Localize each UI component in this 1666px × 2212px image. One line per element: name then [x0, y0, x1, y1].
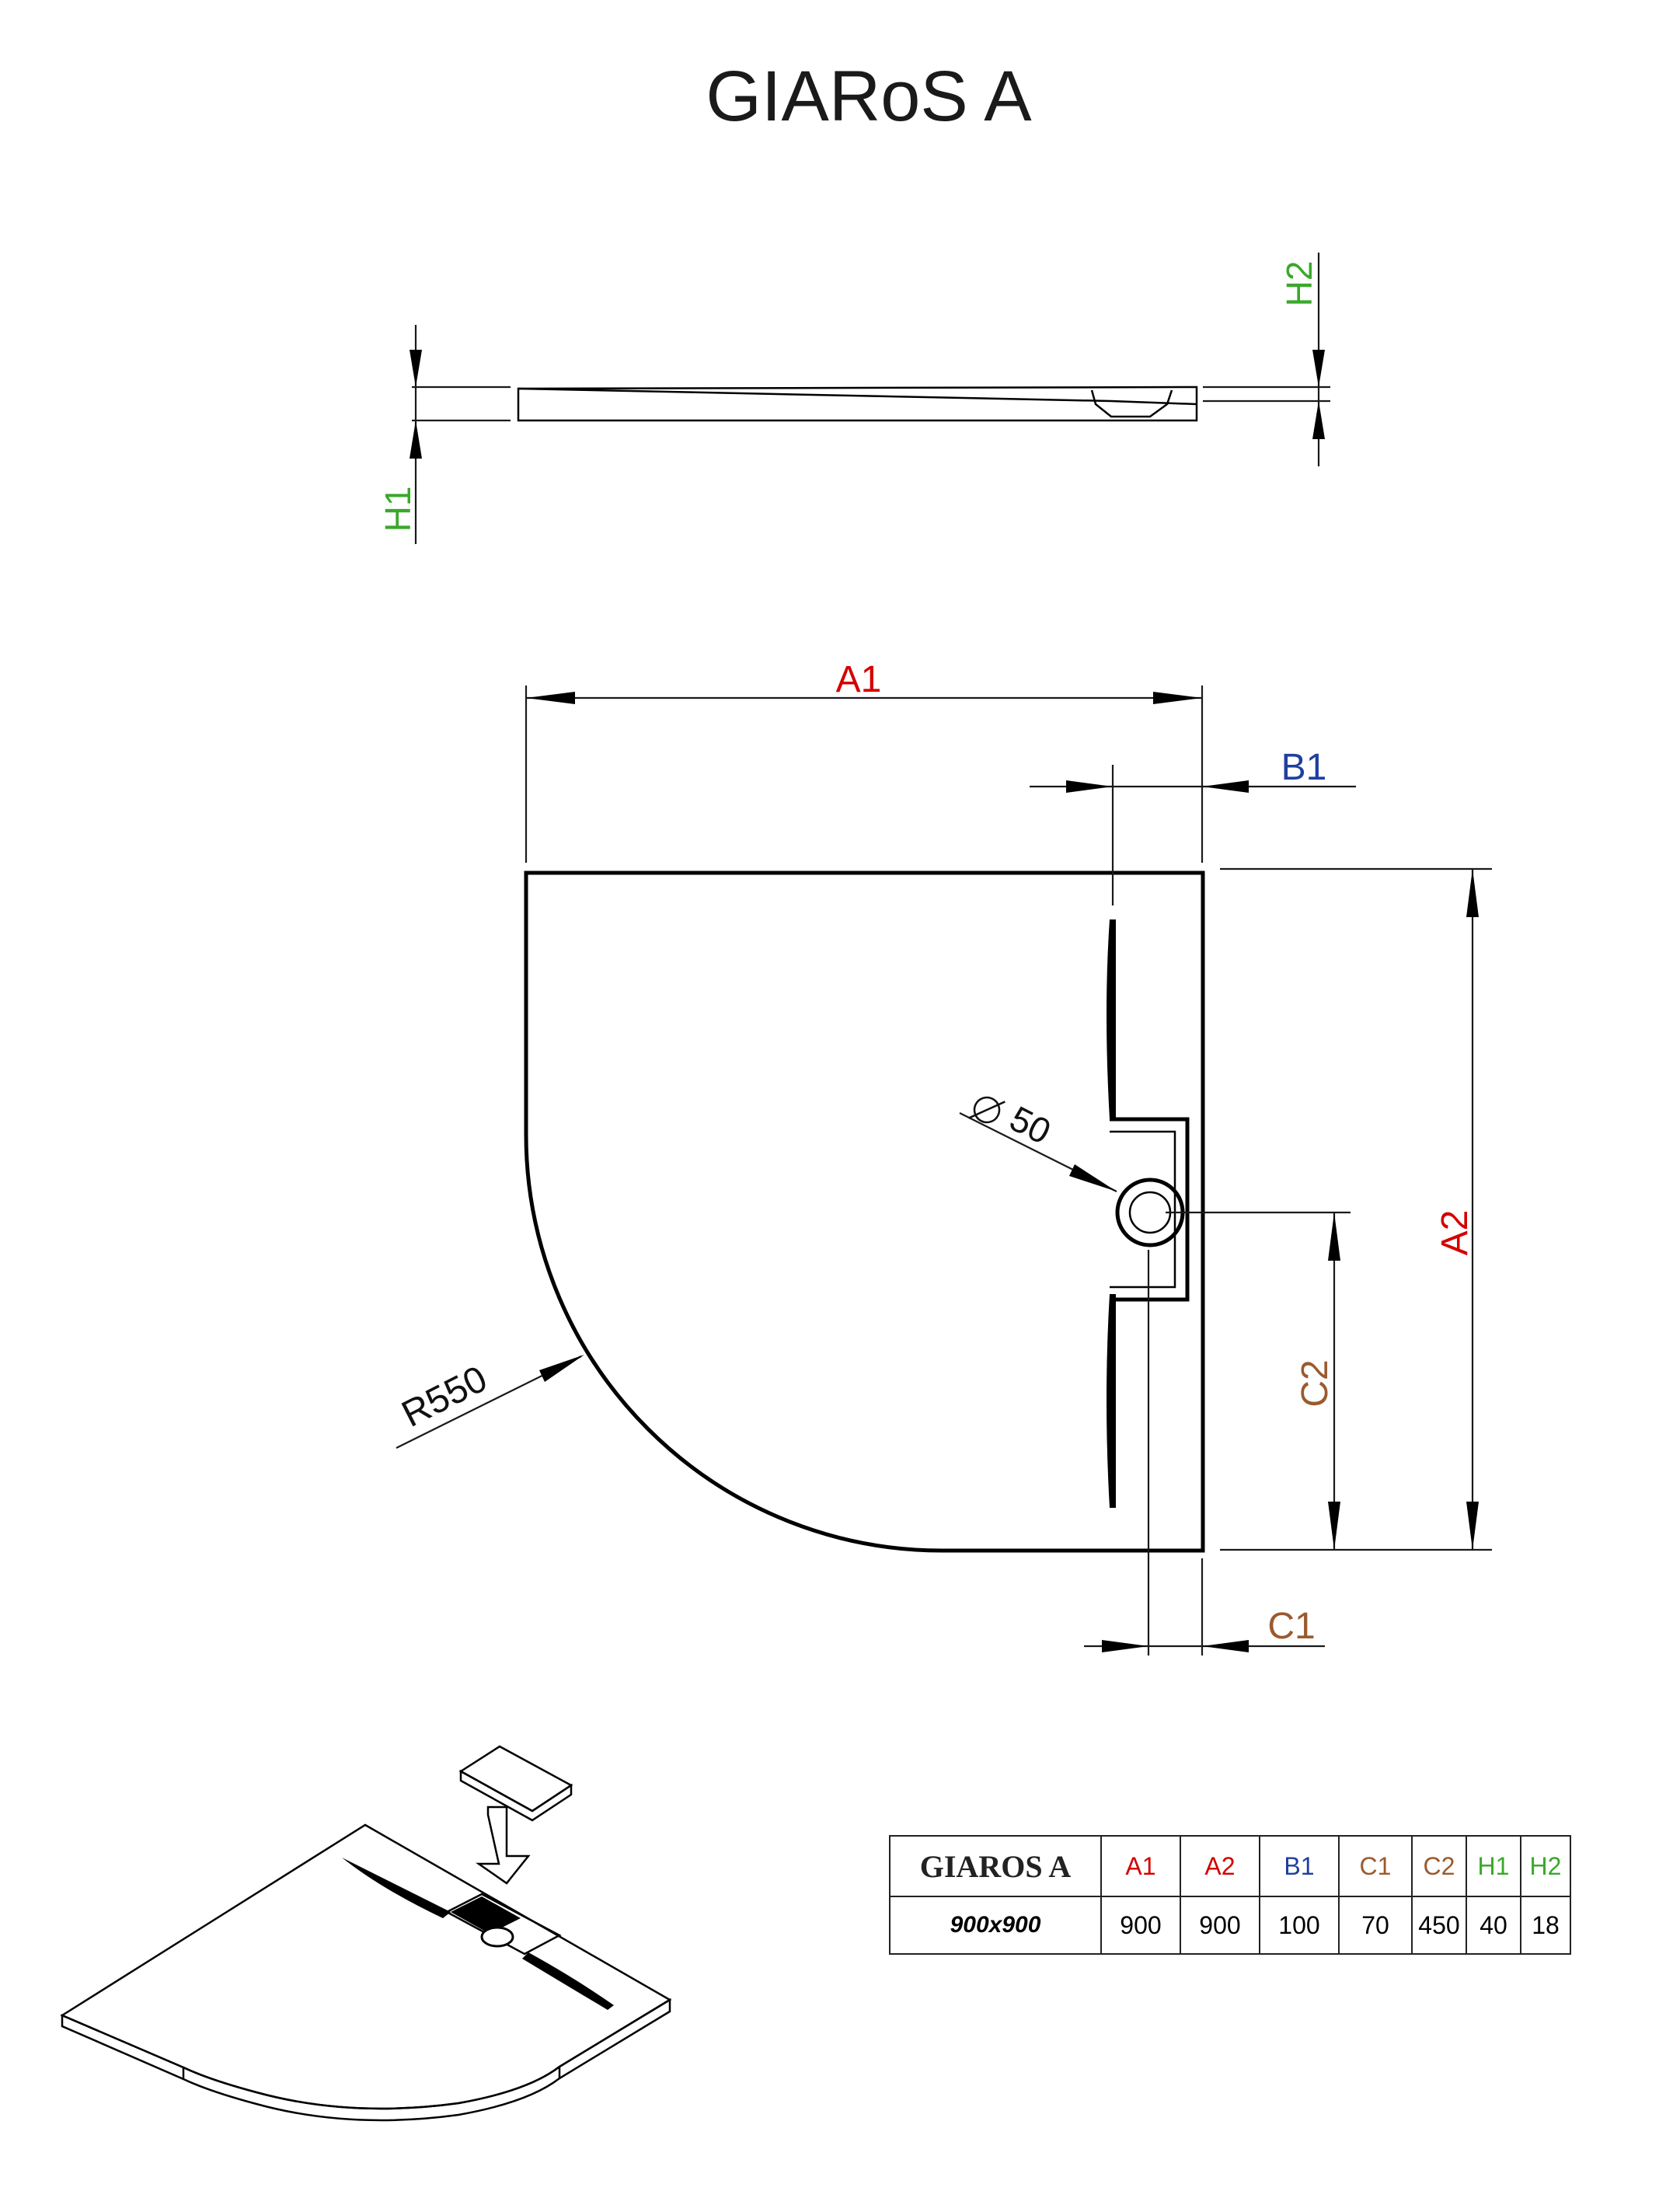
h1-arrow-top: [410, 350, 422, 387]
spec-header-c1: C1: [1338, 1835, 1413, 1897]
a1-arrow-right: [1153, 692, 1202, 704]
diameter-symbol-icon: [968, 1096, 1006, 1124]
install-arrow-icon: [476, 1806, 531, 1885]
spec-header-h2: H2: [1520, 1835, 1571, 1897]
spec-value-a1: 900: [1100, 1896, 1181, 1955]
radius-arrow: [539, 1355, 584, 1382]
drain-diameter-label: 50: [1003, 1098, 1057, 1153]
b1-arrow-left: [1066, 780, 1113, 793]
isometric-view: [60, 1745, 672, 2122]
spec-value-a2: 900: [1180, 1896, 1260, 1955]
iso-drain-channel: [342, 1858, 451, 1918]
c2-label: C2: [1295, 1359, 1336, 1407]
spec-model-name: GIAROS A: [889, 1835, 1102, 1897]
a2-label: A2: [1434, 1210, 1476, 1256]
drain-diameter-arrow: [1069, 1164, 1117, 1191]
c2-arrow-top: [1328, 1212, 1340, 1261]
c1-label: C1: [1267, 1606, 1315, 1647]
spec-value-c1: 70: [1338, 1896, 1413, 1955]
spec-header-a1: A1: [1100, 1835, 1181, 1897]
b1-arrow-right: [1202, 780, 1249, 793]
a2-arrow-bottom: [1466, 1502, 1479, 1550]
spec-header-h1: H1: [1466, 1835, 1521, 1897]
b1-label: B1: [1281, 747, 1327, 788]
drain-outlet-inner: [1128, 1191, 1172, 1234]
spec-table-header-row: GIAROS A A1 A2 B1 C1 C2 H1 H2: [889, 1835, 1571, 1897]
h1-arrow-bottom: [410, 420, 422, 459]
drain-housing-inner: [1110, 1130, 1176, 1289]
a2-arrow-top: [1466, 869, 1479, 917]
tray-profile: [517, 386, 1198, 422]
drain-outlet-profile: [1090, 389, 1173, 418]
a1-label: A1: [836, 659, 882, 700]
c1-arrow-left: [1102, 1640, 1148, 1652]
spec-value-b1: 100: [1259, 1896, 1340, 1955]
c1-arrow-right: [1202, 1640, 1249, 1652]
grate-cover-side: [459, 1769, 573, 1822]
tray-outline: [524, 870, 1205, 1553]
page-title: GIARoS A: [706, 57, 1032, 136]
spec-header-b1: B1: [1259, 1835, 1340, 1897]
spec-size: 900x900: [889, 1896, 1102, 1955]
iso-drain-grate: [451, 1896, 521, 1934]
drain-channel-upper: [1107, 919, 1116, 1119]
spec-header-c2: C2: [1411, 1835, 1467, 1897]
spec-table: GIAROS A A1 A2 B1 C1 C2 H1 H2 900x900 90…: [889, 1835, 1571, 1955]
spec-value-h1: 40: [1466, 1896, 1521, 1955]
h2-arrow-top: [1312, 350, 1325, 387]
spec-value-c2: 450: [1411, 1896, 1467, 1955]
a1-arrow-left: [526, 692, 575, 704]
spec-table-value-row: 900x900 900 900 100 70 450 40 18: [889, 1896, 1571, 1955]
c2-arrow-bottom: [1328, 1502, 1340, 1550]
side-view: H1 H2: [378, 253, 1330, 544]
top-view: A1 B1 A2 C2 C1 50: [396, 659, 1492, 1656]
iso-drain-channel-lower: [522, 1952, 614, 2010]
h2-label: H2: [1279, 261, 1319, 307]
iso-tray-edge: [61, 1997, 671, 2122]
spec-header-a2: A2: [1180, 1835, 1260, 1897]
spec-value-h2: 18: [1520, 1896, 1571, 1955]
iso-drain-outlet: [480, 1926, 514, 1948]
drain-channel-lower: [1107, 1294, 1116, 1508]
h2-arrow-bottom: [1312, 401, 1325, 439]
h1-label: H1: [378, 487, 418, 532]
